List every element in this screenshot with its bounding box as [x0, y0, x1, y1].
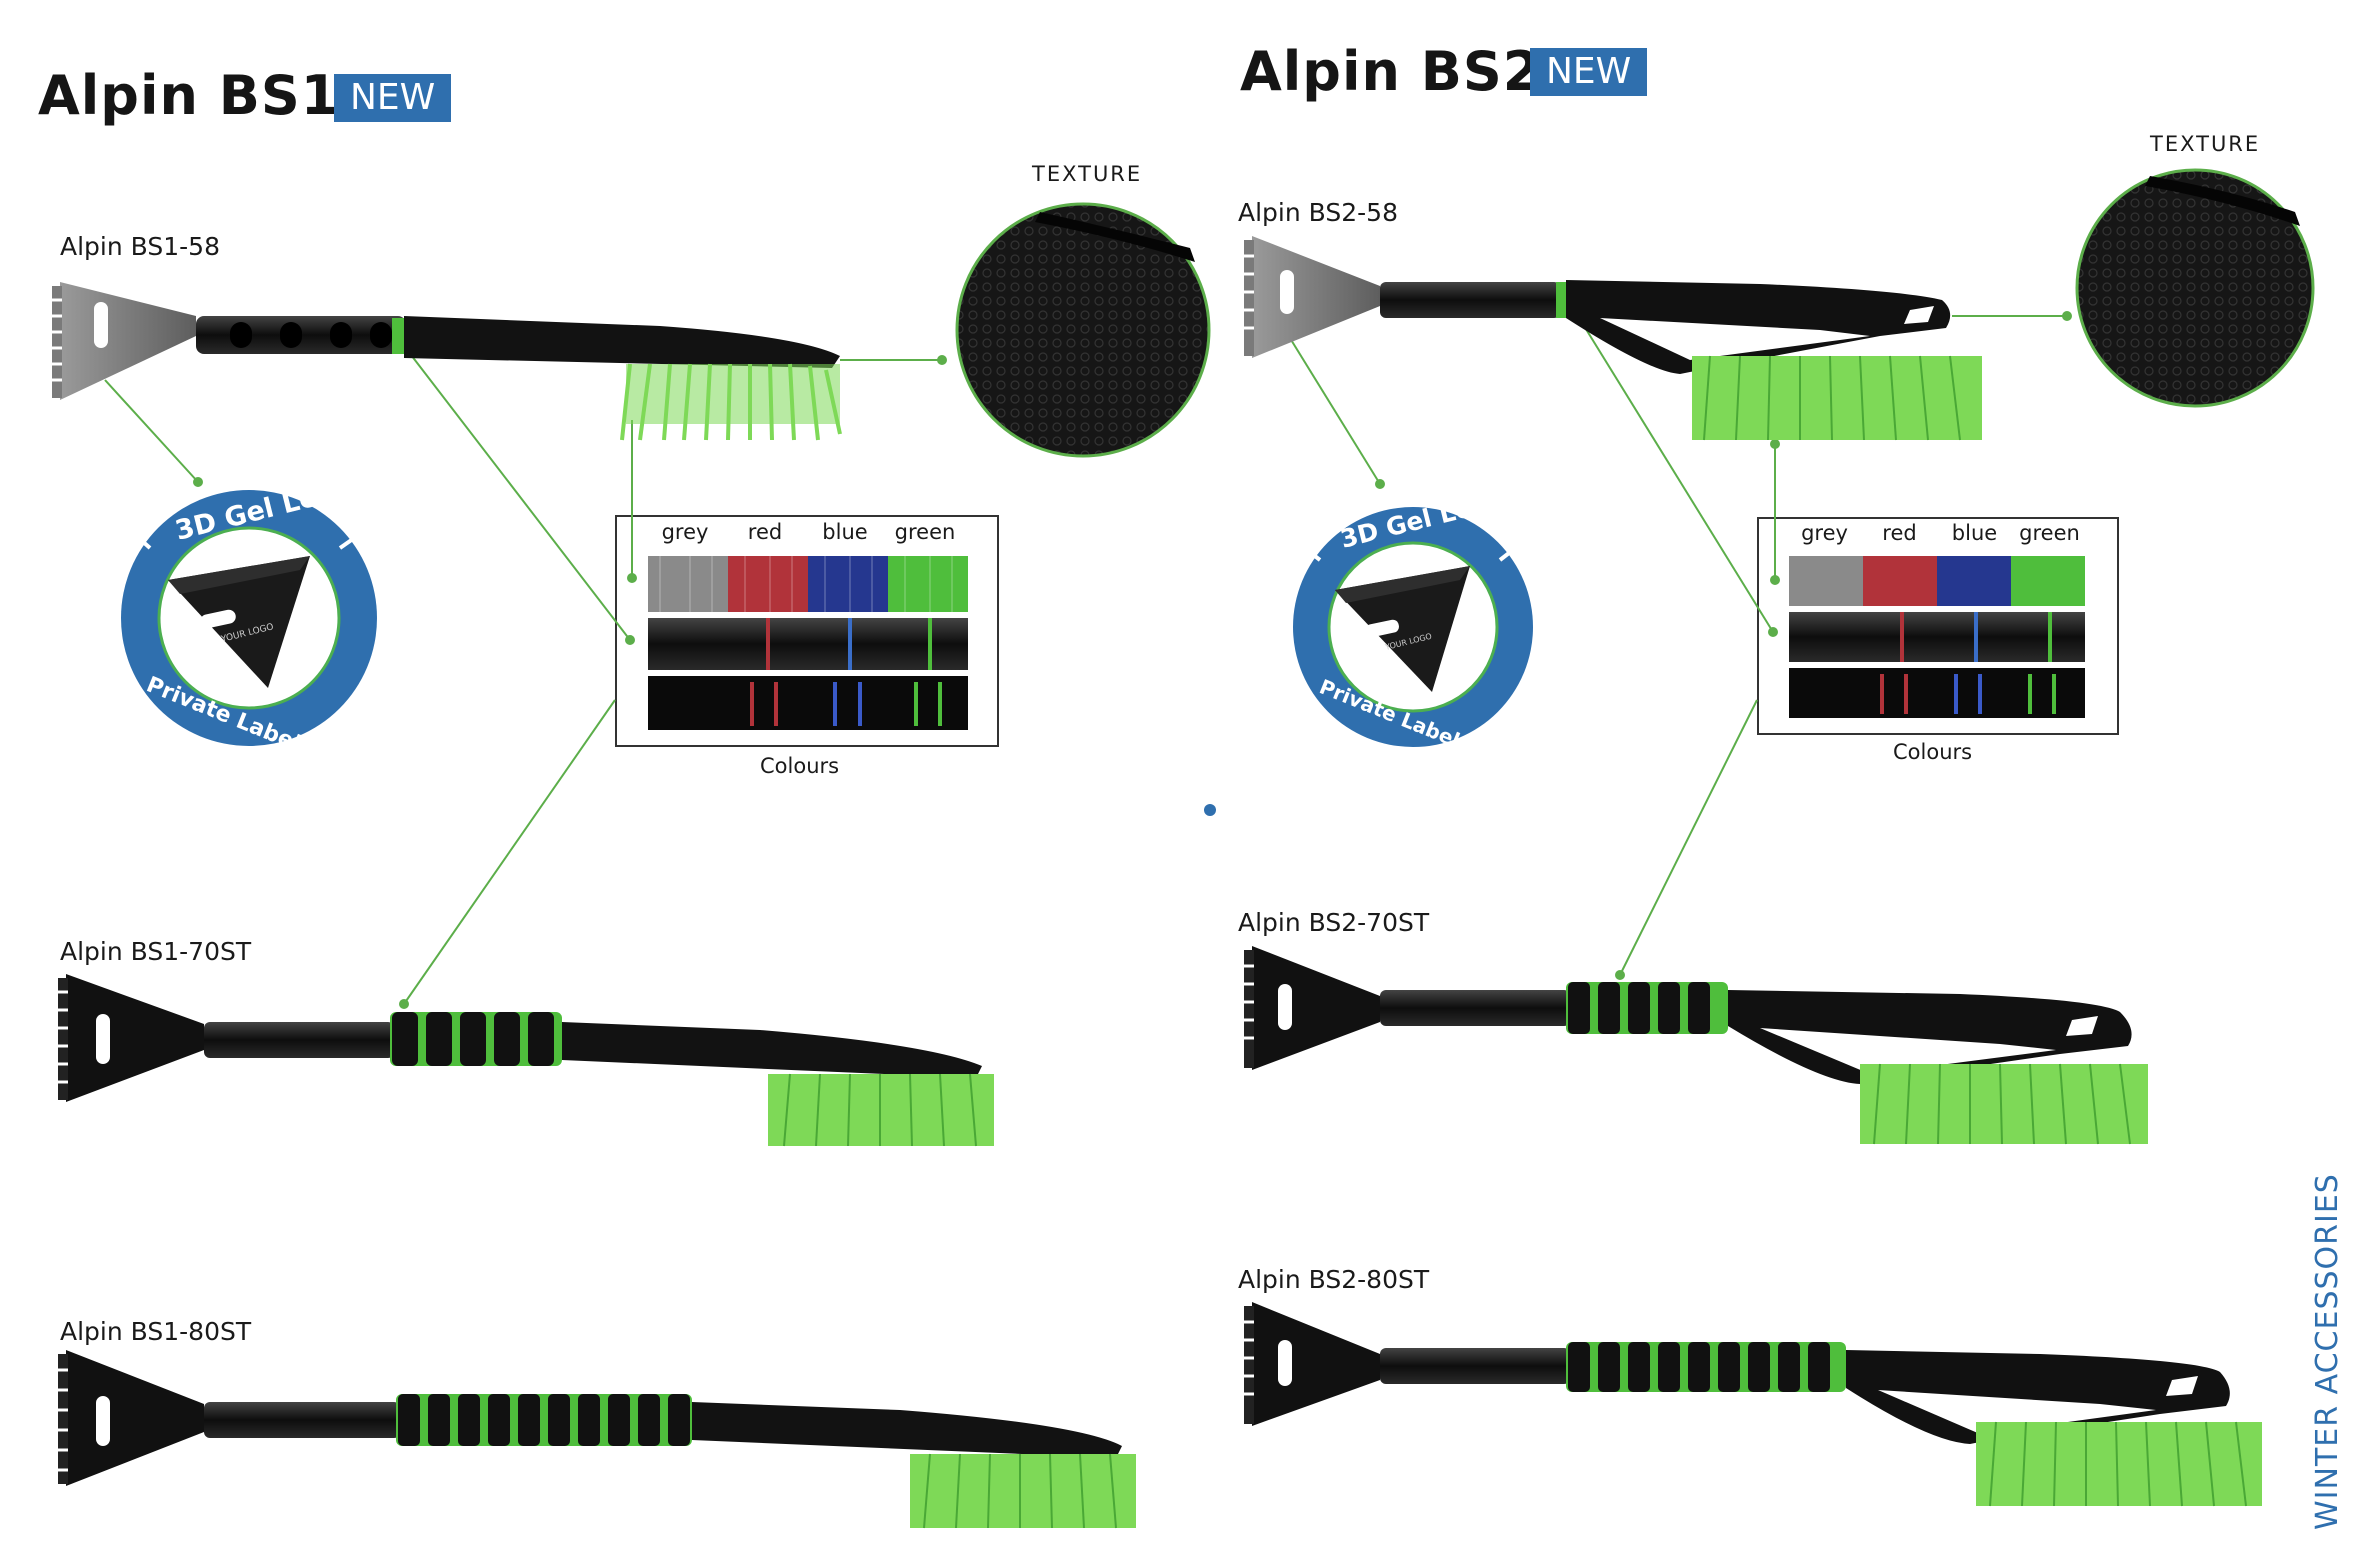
- page-title-bs1: Alpin BS1: [38, 64, 340, 127]
- colour-name-blue: blue: [1951, 521, 1998, 545]
- colours-label-bs2: Colours: [1893, 740, 1973, 764]
- center-dot: [1204, 804, 1216, 816]
- product-image-bs1-58: [52, 282, 842, 441]
- model-label-bs2-70st: Alpin BS2-70ST: [1238, 908, 1430, 937]
- gel-logo-badge-bs1: [121, 490, 377, 746]
- leader-lines: [104, 299, 2072, 1009]
- colour-header-bs1: grey red blue green: [645, 520, 965, 550]
- colour-swatches-bs1: [648, 556, 968, 730]
- colour-name-blue: blue: [822, 520, 868, 544]
- model-label-bs1-58: Alpin BS1-58: [60, 232, 220, 261]
- product-image-bs1-80st: [58, 1350, 1136, 1529]
- colour-header-bs2: grey red blue green: [1787, 521, 2087, 551]
- colour-name-grey: grey: [1801, 521, 1848, 545]
- colour-swatches-bs2: [1789, 556, 2085, 718]
- colour-name-red: red: [747, 520, 783, 544]
- colour-name-green: green: [2019, 521, 2080, 545]
- product-image-bs2-70st: [1244, 946, 2148, 1145]
- model-label-bs2-80st: Alpin BS2-80ST: [1238, 1265, 1430, 1294]
- texture-circle-bs2: [2075, 168, 2315, 408]
- model-label-bs1-80st: Alpin BS1-80ST: [60, 1317, 252, 1346]
- texture-label-bs2: TEXTURE: [2150, 132, 2261, 156]
- colour-name-red: red: [1882, 521, 1917, 545]
- gel-logo-badge-bs2: [1293, 507, 1533, 747]
- texture-label-bs1: TEXTURE: [1032, 162, 1143, 186]
- colour-name-grey: grey: [661, 520, 709, 544]
- model-label-bs1-70st: Alpin BS1-70ST: [60, 937, 252, 966]
- colours-label-bs1: Colours: [760, 754, 840, 778]
- model-label-bs2-58: Alpin BS2-58: [1238, 198, 1398, 227]
- product-image-bs1-70st: [58, 974, 994, 1147]
- colour-name-green: green: [894, 520, 956, 544]
- texture-circle-bs1: [955, 202, 1211, 458]
- new-badge-bs2: NEW: [1530, 48, 1648, 96]
- product-image-bs2-80st: [1244, 1302, 2262, 1507]
- new-badge-bs1: NEW: [334, 74, 452, 122]
- product-image-bs2-58: [1244, 236, 1982, 441]
- page-title-bs2: Alpin BS2: [1240, 40, 1542, 103]
